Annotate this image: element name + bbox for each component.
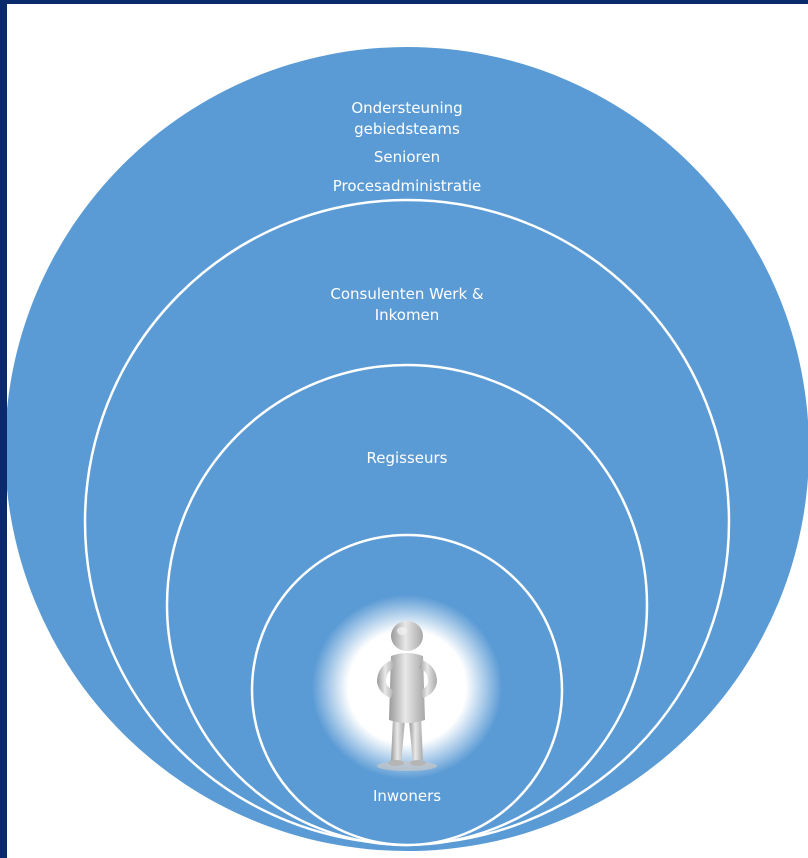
label-gebiedsteams: gebiedsteams: [354, 120, 460, 138]
label-senioren: Senioren: [373, 148, 441, 166]
label-procesadministratie: Procesadministratie: [332, 177, 482, 195]
person-figure-icon: [377, 621, 437, 771]
label-ondersteuning: Ondersteuning: [351, 99, 463, 117]
label-inkomen: Inkomen: [374, 306, 440, 324]
label-regisseurs: Regisseurs: [366, 449, 448, 467]
nested-circles-diagram: [7, 47, 808, 851]
diagram-canvas: Ondersteuning gebiedsteams Senioren Proc…: [7, 4, 808, 858]
label-consulenten: Consulenten Werk &: [330, 285, 484, 303]
label-inwoners: Inwoners: [372, 787, 442, 805]
